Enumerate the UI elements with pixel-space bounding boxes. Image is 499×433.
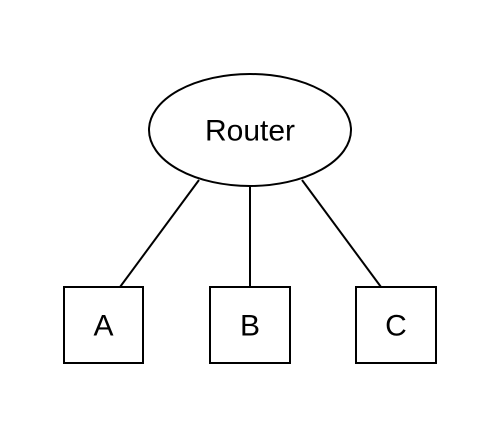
edge-router-c (301, 179, 382, 288)
router-label: Router (205, 115, 295, 148)
node-b-label: B (240, 310, 260, 343)
node-b-box (209, 286, 291, 364)
node-c-box (355, 286, 437, 364)
node-c: C (355, 286, 437, 364)
router-ellipse (148, 73, 352, 187)
node-a: A (63, 286, 144, 364)
node-b: B (209, 286, 291, 364)
node-a-label: A (93, 310, 113, 343)
edge-router-a (119, 179, 200, 288)
node-c-label: C (385, 310, 407, 343)
router-node: Router (148, 73, 352, 187)
node-a-box (63, 286, 144, 364)
